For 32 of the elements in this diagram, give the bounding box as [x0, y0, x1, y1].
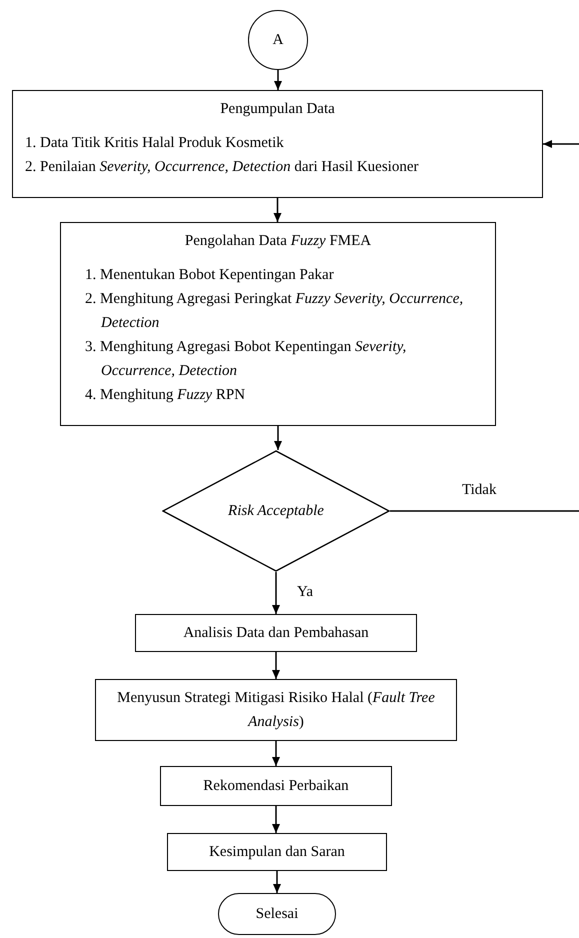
- decision-diamond: [162, 450, 390, 572]
- arrow: [272, 572, 280, 614]
- terminal-label: Selesai: [256, 904, 298, 924]
- process-box: [160, 766, 392, 806]
- decision-label: Risk Acceptable: [228, 502, 324, 521]
- box-text: Kesimpulan dan Saran: [209, 843, 345, 862]
- arrow: [543, 140, 579, 148]
- process-box: [12, 90, 543, 198]
- process-box: [60, 222, 496, 426]
- arrow: [274, 426, 282, 450]
- box-heading: Pengumpulan Data: [219, 100, 336, 119]
- arrow: [272, 652, 280, 679]
- list-item: 2. Penilaian Severity, Occurrence, Detection dari Hasil Kuesioner: [25, 158, 420, 177]
- terminal-shape: [218, 893, 336, 935]
- arrow: [273, 871, 281, 893]
- box-text: Rekomendasi Perbaikan: [203, 777, 349, 796]
- list-item: 3. Menghitung Agregasi Bobot Kepentingan Severity, Occurrence, Detection: [84, 338, 408, 381]
- list-item: 4. Menghitung Fuzzy RPN: [84, 386, 246, 405]
- process-box: [167, 833, 387, 871]
- list-item: 1. Menentukan Bobot Kepentingan Pakar: [84, 266, 335, 285]
- box-heading: Pengolahan Data Fuzzy FMEA: [184, 232, 372, 251]
- process-box: [95, 679, 457, 741]
- connector-label: A: [272, 30, 284, 50]
- arrow: [274, 70, 282, 90]
- arrow: [272, 806, 280, 833]
- arrow: [274, 198, 282, 222]
- list-item: 1. Data Titik Kritis Halal Produk Kosmetik: [25, 134, 285, 153]
- arrow: [272, 741, 280, 766]
- box-text: Analisis Data dan Pembahasan: [183, 624, 369, 643]
- process-box: [135, 614, 417, 652]
- list-item: 2. Menghitung Agregasi Peringkat Fuzzy Severity, Occurrence, Detection: [84, 290, 464, 333]
- box-text: Menyusun Strategi Mitigasi Risiko Halal (Fault Tree Analysis): [116, 689, 436, 732]
